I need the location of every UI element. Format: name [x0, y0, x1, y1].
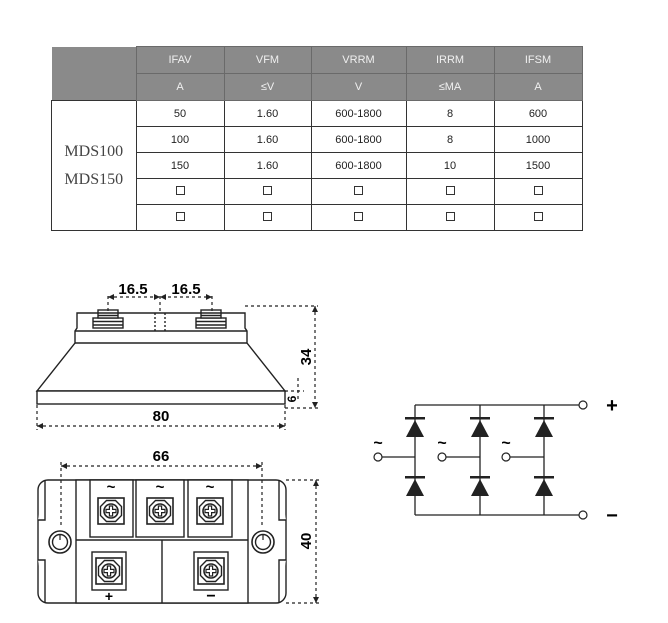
header-vfm: VFM [223, 46, 312, 74]
dimension-arrows [61, 463, 319, 603]
dim-pitch-right: 16.5 [171, 281, 200, 298]
terminal-screw-icon [196, 497, 224, 525]
ac-input-label: ~ [373, 435, 382, 452]
unit-vrrm: V [310, 73, 407, 101]
unit-irrm: ≤MA [405, 73, 495, 101]
table-cell: 1.60 [223, 126, 312, 153]
empty-box-icon [445, 185, 455, 195]
empty-box-icon [354, 211, 363, 221]
model-cell: MDS100 MDS150 [51, 100, 137, 231]
terminal-screw-icon [146, 497, 174, 525]
empty-box-icon [175, 211, 185, 221]
mounting-hole-icon [251, 530, 275, 554]
dim-width: 40 [298, 533, 315, 550]
table-header-row: IFAV VFM VRRM IRRM IFSM [51, 46, 583, 74]
unit-ifsm: A [493, 73, 583, 101]
dim-length: 80 [153, 408, 170, 425]
empty-box-icon [263, 211, 272, 221]
node-icon [578, 400, 588, 410]
terminal-screw-icon [195, 309, 227, 329]
table-row: 100 1.60 600-1800 8 1000 [52, 126, 583, 153]
dimension-arrows [37, 294, 318, 429]
diode-icon [535, 420, 553, 437]
model-name: MDS100 [64, 142, 124, 160]
unit-ifav: A [135, 73, 225, 101]
dc-positive-label: + [606, 395, 618, 417]
negative-terminal-label: − [206, 588, 215, 605]
empty-box-icon [354, 185, 363, 195]
node-icon [578, 510, 588, 520]
mounting-hole-icon [48, 530, 72, 554]
positive-terminal-label: + [105, 588, 113, 604]
side-dimensions [36, 296, 318, 430]
ac-terminal-label: ~ [206, 479, 215, 496]
table-cell: 600-1800 [310, 152, 407, 179]
table-cell: 150 [135, 152, 225, 179]
empty-box-icon [263, 185, 272, 195]
table-row-empty [52, 204, 583, 231]
ac-terminal-label: ~ [156, 479, 165, 496]
dim-pitch-left: 16.5 [118, 281, 147, 298]
empty-box-icon [175, 185, 185, 195]
header-ifav: IFAV [135, 46, 225, 74]
terminal-nodes [373, 400, 588, 520]
table-cell: 1500 [493, 152, 583, 179]
terminal-screw-icon [95, 557, 123, 585]
header-ifsm: IFSM [493, 46, 583, 74]
empty-box-icon [445, 211, 455, 221]
dim-height-total: 34 [298, 348, 315, 365]
ac-input-label: ~ [437, 435, 446, 452]
table-units-row: A ≤V V ≤MA A [51, 73, 583, 101]
diode-icons [405, 417, 554, 496]
diode-icon [406, 420, 424, 437]
table-cell: 1000 [493, 126, 583, 153]
header-irrm: IRRM [405, 46, 495, 74]
table-cell: 1.60 [223, 152, 312, 179]
diode-icon [471, 420, 489, 437]
table-row: 150 1.60 600-1800 10 1500 [52, 152, 583, 179]
spec-table: IFAV VFM VRRM IRRM IFSM A ≤V V ≤MA A MDS… [51, 46, 583, 231]
diode-icon [535, 479, 553, 496]
dc-negative-label: − [606, 505, 618, 527]
ac-input-label: ~ [501, 435, 510, 452]
ac-terminal-label: ~ [107, 479, 116, 496]
side-view [35, 309, 287, 405]
dim-hole-spacing: 66 [153, 448, 170, 465]
model-name: MDS150 [64, 170, 124, 188]
diode-icon [406, 479, 424, 496]
diode-icon [471, 479, 489, 496]
empty-box-icon [533, 185, 543, 195]
terminal-screw-icon [197, 557, 225, 585]
dim-base-height: 6 [285, 395, 299, 402]
node-icon [373, 452, 383, 462]
node-icon [501, 452, 511, 462]
terminal-screw-icon [97, 497, 125, 525]
node-icon [437, 452, 447, 462]
terminal-screw-icon [92, 309, 124, 329]
unit-vfm: ≤V [223, 73, 312, 101]
empty-box-icon [533, 211, 543, 221]
